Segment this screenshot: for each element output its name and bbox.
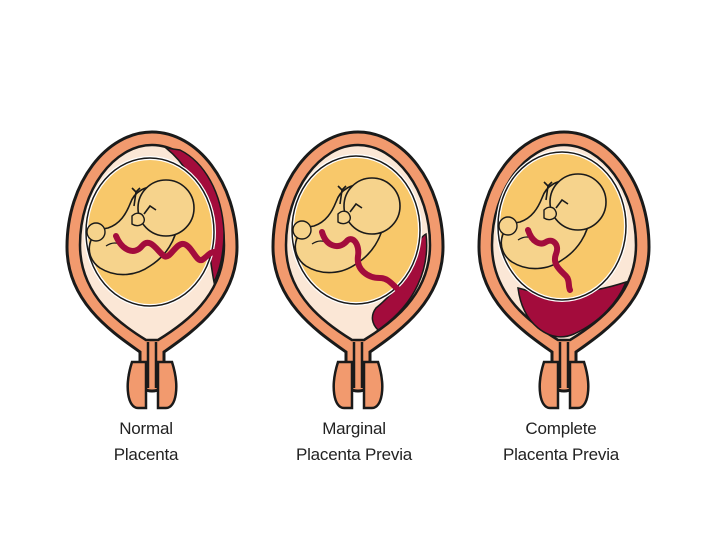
caption-complete-line2: Placenta Previa xyxy=(461,442,661,468)
caption-complete: Complete Placenta Previa xyxy=(461,416,661,468)
caption-marginal: Marginal Placenta Previa xyxy=(254,416,454,468)
caption-complete-line1: Complete xyxy=(461,416,661,442)
caption-normal-line1: Normal xyxy=(46,416,246,442)
caption-marginal-line1: Marginal xyxy=(254,416,454,442)
caption-marginal-line2: Placenta Previa xyxy=(254,442,454,468)
panel-marginal xyxy=(273,132,443,408)
caption-normal-line2: Placenta xyxy=(46,442,246,468)
caption-normal: Normal Placenta xyxy=(46,416,246,468)
panel-normal xyxy=(67,132,237,408)
panel-complete xyxy=(479,132,649,408)
